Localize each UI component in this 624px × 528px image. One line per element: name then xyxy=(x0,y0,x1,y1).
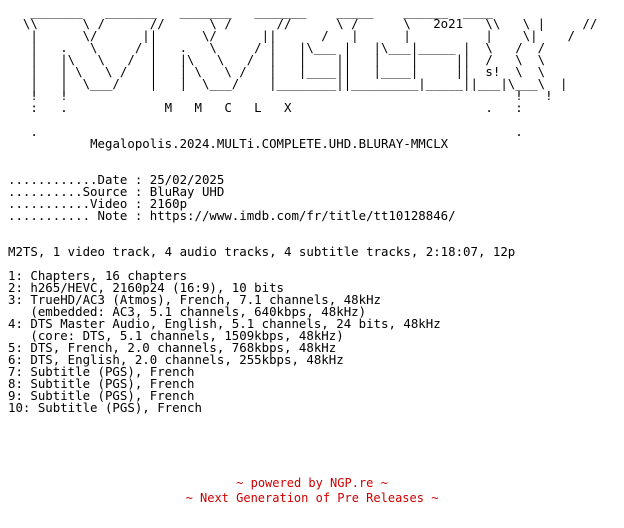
tagline-footer: ~ Next Generation of Pre Releases ~ xyxy=(185,491,439,505)
info-note: ........... Note : https://www.imdb.com/… xyxy=(8,208,456,223)
track-line: 3: TrueHD/AC3 (Atmos), French, 7.1 chann… xyxy=(8,292,381,307)
ascii-logo: _______ _______ _______ _______ _____ __… xyxy=(22,4,598,139)
media-summary: M2TS, 1 video track, 4 audio tracks, 4 s… xyxy=(8,244,516,259)
info-date: ............Date : 25/02/2025 xyxy=(8,172,225,187)
nfo-text: _______ _______ _______ _______ _____ __… xyxy=(8,4,598,415)
track-list: 1: Chapters, 16 chapters 2: h265/HEVC, 2… xyxy=(8,268,441,415)
track-line: 6: DTS, English, 2.0 channels, 255kbps, … xyxy=(8,352,344,367)
track-line: 9: Subtitle (PGS), French xyxy=(8,388,195,403)
track-line: 7: Subtitle (PGS), French xyxy=(8,364,195,379)
info-video: ...........Video : 2160p xyxy=(8,196,188,211)
track-line: 2: h265/HEVC, 2160p24 (16:9), 10 bits xyxy=(8,280,285,295)
track-line: (core: DTS, 5.1 channels, 1509kbps, 48kH… xyxy=(8,328,344,343)
track-line: 5: DTS, French, 2.0 channels, 768kbps, 4… xyxy=(8,340,337,355)
track-line: 10: Subtitle (PGS), French xyxy=(8,400,202,415)
track-line: 4: DTS Master Audio, English, 5.1 channe… xyxy=(8,316,441,331)
info-source: ..........Source : BluRay UHD xyxy=(8,184,225,199)
track-line: 8: Subtitle (PGS), French xyxy=(8,376,195,391)
powered-by-footer: ~ powered by NGP.re ~ xyxy=(236,476,388,490)
release-name: Megalopolis.2024.MULTi.COMPLETE.UHD.BLUR… xyxy=(90,136,449,151)
track-line: 1: Chapters, 16 chapters xyxy=(8,268,188,283)
track-line: (embedded: AC3, 5.1 channels, 640kbps, 4… xyxy=(8,304,367,319)
